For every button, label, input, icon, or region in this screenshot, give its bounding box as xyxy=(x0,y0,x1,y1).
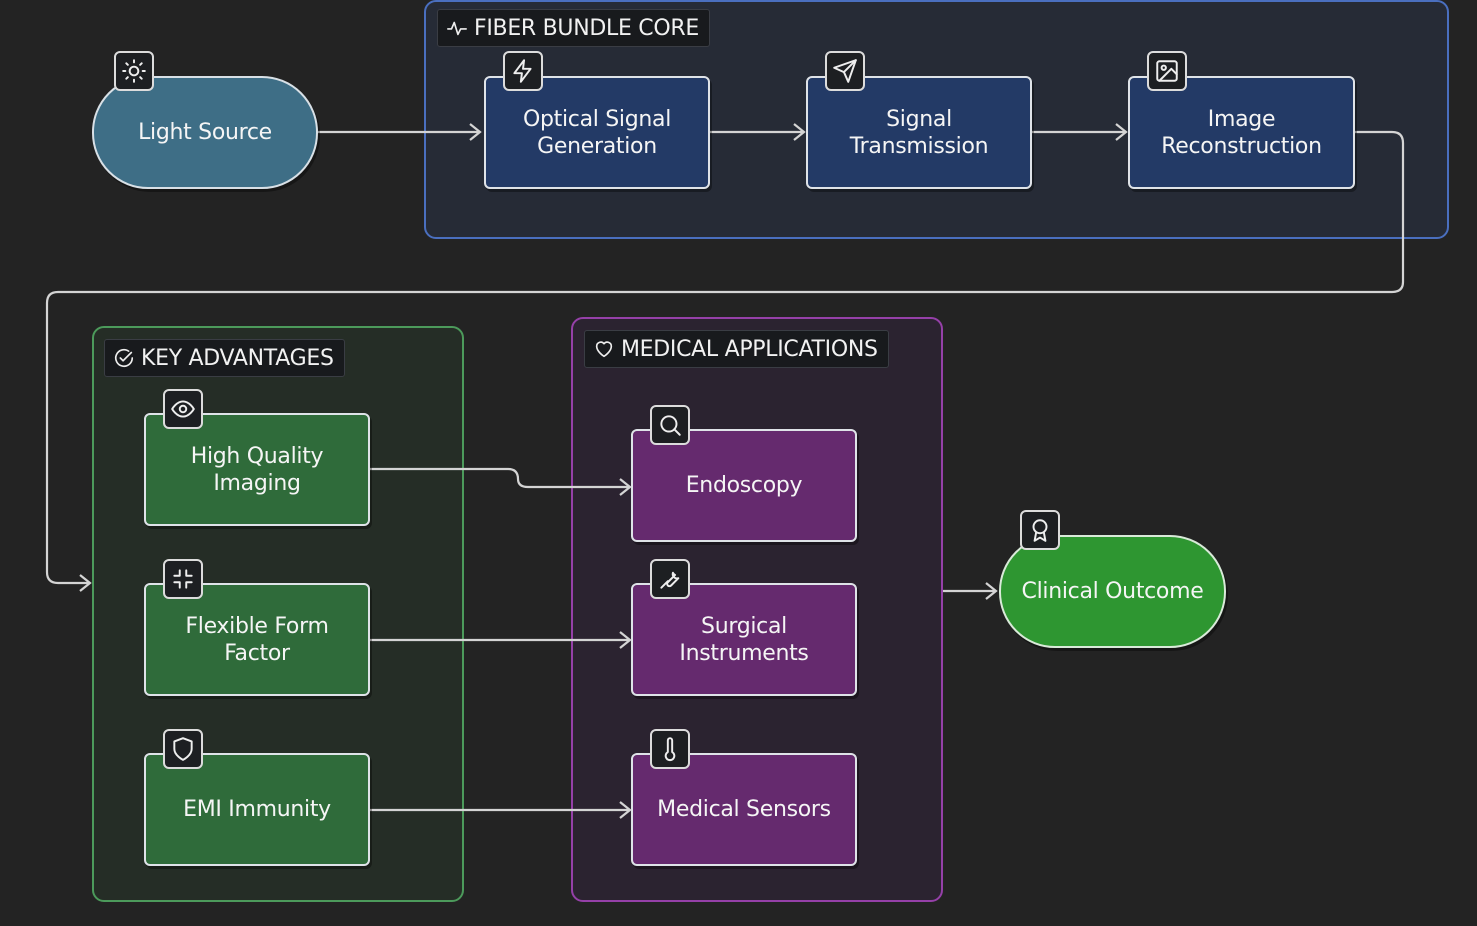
edge-medical-to-clinical xyxy=(943,582,998,600)
activity-icon xyxy=(447,21,467,36)
optical-signal-generation-node[interactable]: Optical Signal Generation xyxy=(484,76,710,189)
award-icon xyxy=(1020,510,1060,550)
surgical-instruments-node[interactable]: Surgical Instruments xyxy=(631,583,857,696)
high-quality-imaging-node[interactable]: High Quality Imaging xyxy=(144,413,370,526)
medical-applications-label: MEDICAL APPLICATIONS xyxy=(584,330,889,368)
light-source-node[interactable]: Light Source xyxy=(92,76,318,189)
check-circle-icon xyxy=(114,348,134,368)
shrink-icon xyxy=(163,559,203,599)
thermometer-icon xyxy=(650,729,690,769)
flexible-form-factor-node[interactable]: Flexible Form Factor xyxy=(144,583,370,696)
clinical-outcome-node[interactable]: Clinical Outcome xyxy=(999,535,1226,648)
heart-icon xyxy=(595,341,613,358)
send-icon xyxy=(825,51,865,91)
signal-transmission-node[interactable]: Signal Transmission xyxy=(806,76,1032,189)
wrench-icon xyxy=(650,559,690,599)
sun-icon xyxy=(114,51,154,91)
key-advantages-label: KEY ADVANTAGES xyxy=(104,339,345,377)
fiber-bundle-core-label: FIBER BUNDLE CORE xyxy=(437,9,710,47)
endoscopy-node[interactable]: Endoscopy xyxy=(631,429,857,542)
medical-sensors-node[interactable]: Medical Sensors xyxy=(631,753,857,866)
search-icon xyxy=(650,405,690,445)
emi-immunity-node[interactable]: EMI Immunity xyxy=(144,753,370,866)
eye-icon xyxy=(163,389,203,429)
image-icon xyxy=(1147,51,1187,91)
image-reconstruction-node[interactable]: Image Reconstruction xyxy=(1128,76,1355,189)
lightning-icon xyxy=(503,51,543,91)
shield-icon xyxy=(163,729,203,769)
